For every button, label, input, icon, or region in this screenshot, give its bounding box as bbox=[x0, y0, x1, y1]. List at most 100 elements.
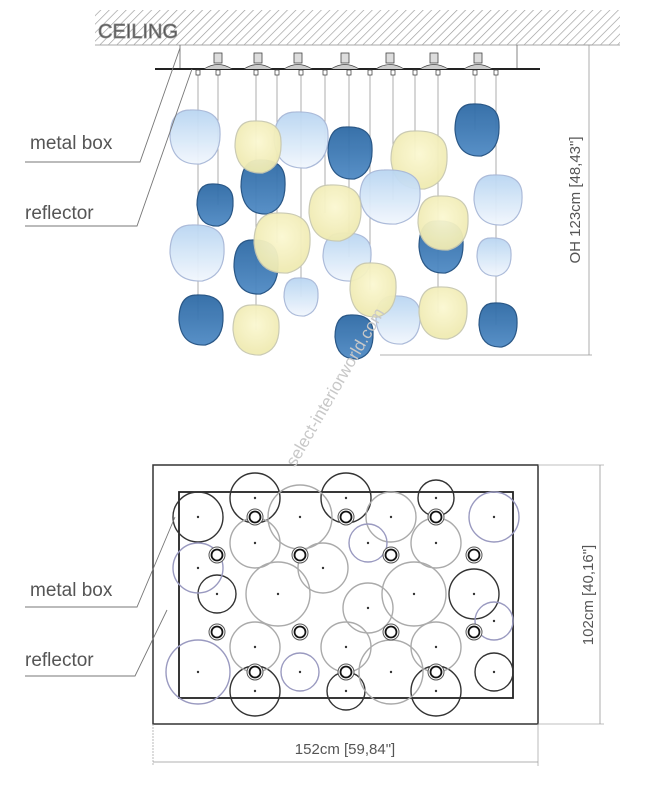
pendant-outline bbox=[474, 601, 514, 641]
pendant-center-dot bbox=[253, 689, 257, 693]
pendant-center-dot bbox=[344, 689, 348, 693]
metal-box-label: metal box bbox=[30, 133, 113, 154]
canopy-ring-inner bbox=[210, 548, 224, 562]
canopy-icon bbox=[419, 52, 449, 70]
height-dimension-label: OH 123cm [48,43"] bbox=[567, 136, 584, 263]
canopy-ring-inner bbox=[248, 510, 262, 524]
ceiling: CEILING bbox=[95, 10, 620, 46]
pendant-center-dot bbox=[389, 515, 393, 519]
canopy-base bbox=[243, 64, 273, 70]
canopy-top bbox=[253, 52, 263, 64]
canopy-icon bbox=[330, 52, 360, 70]
pendant-center-dot bbox=[434, 689, 438, 693]
pendant-center-dot bbox=[366, 606, 370, 610]
pendant-center-dot bbox=[253, 541, 257, 545]
pendant-center-dot bbox=[492, 515, 496, 519]
pendant-center-dot bbox=[196, 515, 200, 519]
light-blue-pendant bbox=[169, 109, 221, 165]
cable-clip bbox=[367, 69, 373, 76]
canopy-ring-inner bbox=[429, 510, 443, 524]
canopy-ring-inner bbox=[293, 548, 307, 562]
cable-clip bbox=[298, 69, 304, 76]
depth-dimension: 102cm [40,16"] bbox=[538, 464, 604, 725]
pendant-outline bbox=[297, 542, 349, 594]
canopy-top bbox=[340, 52, 350, 64]
cable-clip bbox=[435, 69, 441, 76]
cable-clip bbox=[472, 69, 478, 76]
dark-blue-pendant bbox=[454, 103, 500, 157]
pendant-center-dot bbox=[298, 670, 302, 674]
reflector-label-top: reflector bbox=[25, 650, 94, 671]
canopy-top bbox=[385, 52, 395, 64]
pendant-center-dot bbox=[215, 592, 219, 596]
pendant-center-dot bbox=[434, 541, 438, 545]
light-blue-pendant bbox=[273, 111, 329, 169]
pendant-outline bbox=[448, 568, 500, 620]
pendant-center-dot bbox=[492, 670, 496, 674]
dark-blue-pendant bbox=[196, 183, 234, 227]
yellow-pendant bbox=[234, 120, 282, 174]
cable-clip bbox=[322, 69, 328, 76]
top-view-callouts: metal box reflector bbox=[25, 516, 176, 677]
canopy-base bbox=[283, 64, 313, 70]
pendant-outline bbox=[172, 542, 224, 594]
cable-clip bbox=[346, 69, 352, 76]
canopy-base bbox=[375, 64, 405, 70]
light-blue-pendant bbox=[473, 174, 523, 226]
canopy-icon bbox=[283, 52, 313, 70]
pendant-center-dot bbox=[492, 619, 496, 623]
height-dimension: OH 123cm [48,43"] bbox=[380, 44, 592, 356]
yellow-pendant bbox=[232, 304, 280, 356]
pendant-outline bbox=[474, 652, 514, 692]
pendant-outline bbox=[342, 582, 394, 634]
canopy-top bbox=[293, 52, 303, 64]
canopy-ring-inner bbox=[467, 548, 481, 562]
canopy-top bbox=[213, 52, 223, 64]
depth-dimension-label: 102cm [40,16"] bbox=[580, 545, 597, 645]
cable-clip bbox=[274, 69, 280, 76]
top-view bbox=[152, 464, 539, 725]
pendant-center-dot bbox=[196, 670, 200, 674]
pendant-center-dot bbox=[253, 645, 257, 649]
canopy-icon bbox=[463, 52, 493, 70]
reflector-label: reflector bbox=[25, 203, 94, 224]
pendant-outline bbox=[468, 491, 520, 543]
pendant-outline bbox=[165, 639, 231, 705]
pendant-outline bbox=[172, 491, 224, 543]
pendant-outline bbox=[365, 491, 417, 543]
pendant-center-dot bbox=[321, 566, 325, 570]
canopy-ring-inner bbox=[429, 665, 443, 679]
width-dimension: 152cm [59,84"] bbox=[152, 724, 539, 766]
canopy-top bbox=[473, 52, 483, 64]
canopy-ring-inner bbox=[384, 548, 398, 562]
light-blue-pendant bbox=[169, 224, 225, 282]
pendant-center-dot bbox=[434, 645, 438, 649]
dark-blue-pendant bbox=[327, 126, 373, 180]
canopy-base bbox=[419, 64, 449, 70]
pendant-center-dot bbox=[276, 592, 280, 596]
yellow-pendant bbox=[308, 184, 362, 242]
pendant-center-dot bbox=[434, 496, 438, 500]
pendant-center-dot bbox=[389, 670, 393, 674]
pendant-center-dot bbox=[196, 566, 200, 570]
dark-blue-pendant bbox=[478, 302, 518, 348]
cable-clip bbox=[390, 69, 396, 76]
canopy-ring-inner bbox=[384, 625, 398, 639]
yellow-pendant bbox=[417, 195, 469, 251]
pendant-center-dot bbox=[344, 496, 348, 500]
pendant-center-dot bbox=[472, 592, 476, 596]
canopy-base bbox=[203, 64, 233, 70]
yellow-pendant bbox=[253, 212, 311, 274]
glass-pendants bbox=[169, 103, 523, 360]
yellow-pendant bbox=[418, 286, 468, 340]
width-dimension-label: 152cm [59,84"] bbox=[295, 741, 395, 758]
pendant-outline bbox=[245, 561, 311, 627]
pendant-center-dot bbox=[412, 592, 416, 596]
cable-clip bbox=[493, 69, 499, 76]
light-blue-pendant bbox=[476, 237, 512, 277]
side-view-callouts: metal box reflector bbox=[25, 47, 193, 227]
canopy-ring-inner bbox=[339, 665, 353, 679]
canopy-base bbox=[330, 64, 360, 70]
pendant-center-dot bbox=[253, 496, 257, 500]
